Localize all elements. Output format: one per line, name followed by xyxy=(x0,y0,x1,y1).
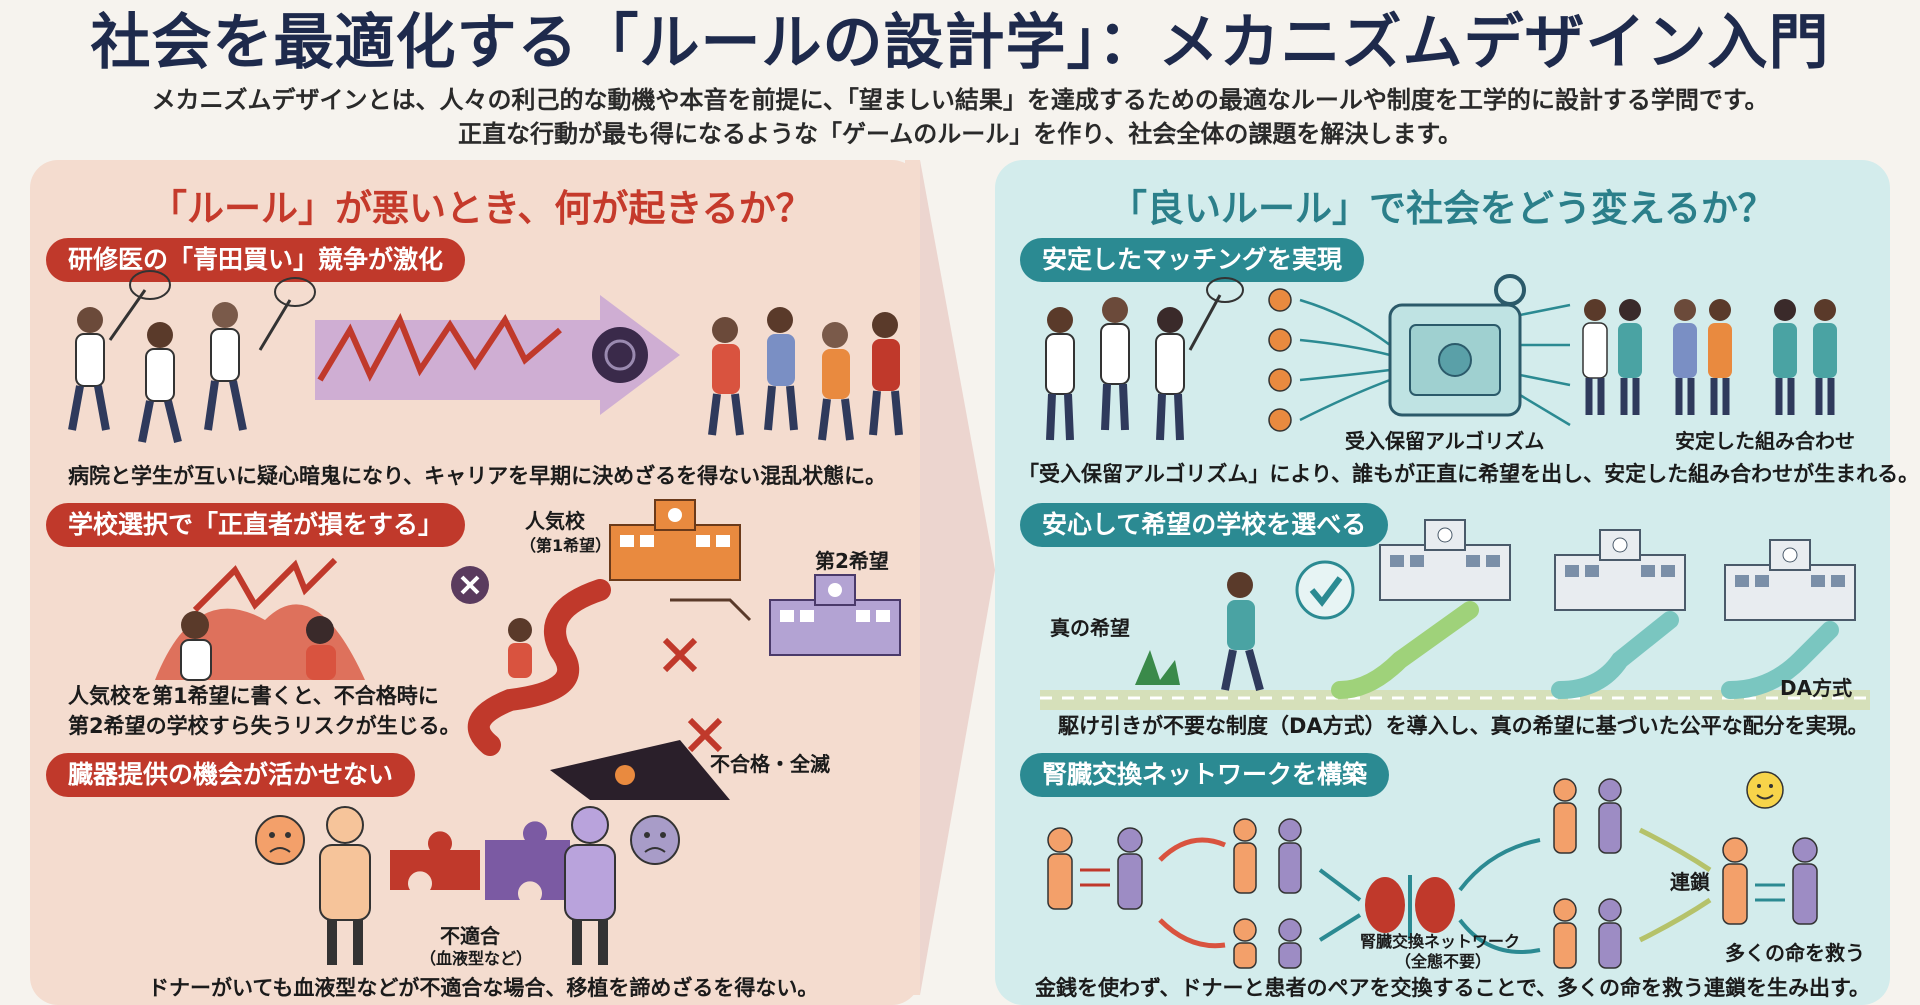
label-stable: 安定した組み合わせ xyxy=(1675,429,1855,453)
vortex-icon xyxy=(592,327,648,383)
label-network: 腎臓交換ネットワーク xyxy=(1360,932,1521,951)
donor-mismatch-illustration xyxy=(255,806,680,965)
chaos-arrow-illustration xyxy=(315,295,680,415)
doctor-icon xyxy=(138,322,182,443)
page-title: 社会を最適化する「ルールの設計学」：メカニズムデザイン入門 xyxy=(90,8,1830,78)
algorithm-illustration xyxy=(1268,274,1571,432)
caption-residency: 病院と学生が互いに疑心暗鬼になり、キャリアを早期に決めざるを得ない混乱状態に。 xyxy=(68,464,887,488)
label-second-choice: 第2希望 xyxy=(815,549,889,573)
sad-face-icon xyxy=(630,815,680,865)
x-mark-icon xyxy=(451,566,489,604)
puzzle-icon xyxy=(390,821,570,900)
pit-icon xyxy=(550,740,730,800)
kidney-network-illustration xyxy=(1047,771,1818,969)
doctor-icon xyxy=(1100,297,1130,431)
doctors-chasing-illustration xyxy=(68,270,316,443)
check-icon xyxy=(1295,560,1355,620)
doctor-icon xyxy=(1045,307,1075,441)
kidney-icon xyxy=(1365,875,1455,940)
path-to-pit-illustration xyxy=(467,579,752,800)
label-da: DA方式 xyxy=(1780,676,1853,700)
caption-organ: ドナーがいても血液型などが不適合な場合、移植を諦めざるを得ない。 xyxy=(148,976,819,1000)
gear-icon xyxy=(1494,274,1526,306)
sad-face-icon xyxy=(255,815,305,865)
label-network-sub: （全態不要） xyxy=(1395,952,1492,971)
stable-pairs-illustration xyxy=(1582,299,1837,415)
doctor-icon xyxy=(204,302,247,431)
worried-people-illustration xyxy=(155,557,365,681)
doctor-icon xyxy=(1155,307,1185,441)
school-icon xyxy=(1379,519,1511,601)
label-fail: 不合格・全滅 xyxy=(710,752,830,776)
school-icon xyxy=(769,574,901,656)
doctors-illustration xyxy=(1045,277,1244,441)
students-icon xyxy=(708,307,903,441)
right-heading: 「良いルール」で社会をどう変えるか？ xyxy=(1110,187,1775,230)
label-chain: 連鎖 xyxy=(1670,870,1710,894)
x-mark-icon xyxy=(687,717,723,753)
section-pill-residency: 研修医の「青田買い」競争が激化 xyxy=(46,238,466,282)
gear-icon xyxy=(1438,343,1472,377)
net-icon xyxy=(1188,277,1244,351)
label-true-wish: 真の希望 xyxy=(1050,616,1130,640)
caption-kidney: 金銭を使わず、ドナーと患者のペアを交換することで、多くの命を救う連鎖を生み出す。 xyxy=(1035,976,1870,1000)
intro-line-2: 正直な行動が最も得になるような「ゲームのルール」を作り、社会全体の課題を解決しま… xyxy=(458,120,1462,148)
section-pill-school: 学校選択で「正直者が損をする」 xyxy=(46,503,466,547)
smile-face-icon xyxy=(1746,771,1784,809)
label-mismatch-sub: （血液型など） xyxy=(420,949,533,968)
label-popular-school: 人気校 xyxy=(525,509,585,533)
da-path-illustration xyxy=(1040,560,1870,710)
zigzag-arrow-icon xyxy=(317,312,562,382)
section-pill-matching: 安定したマッチングを実現 xyxy=(1020,238,1365,282)
school-icon xyxy=(1724,539,1856,621)
zigzag-arrow-icon xyxy=(192,557,338,613)
caption-school-line1: 人気校を第1希望に書くと、不合格時に xyxy=(68,684,439,708)
net-icon xyxy=(108,270,316,351)
caption-school-choice: 駆け引きが不要な制度（DA方式）を導入し、真の希望に基づいた公平な配分を実現。 xyxy=(1058,714,1869,738)
section-pill-organ: 臓器提供の機会が活かせない xyxy=(46,753,416,797)
label-mismatch: 不適合 xyxy=(440,924,500,948)
doctor-icon xyxy=(68,307,110,431)
section-pill-school-choice: 安心して希望の学校を選べる xyxy=(1020,503,1389,547)
label-popular-school-sub: （第1希望） xyxy=(520,536,612,555)
caption-school-line2: 第2希望の学校すら失うリスクが生じる。 xyxy=(68,714,461,738)
school-icon xyxy=(1554,529,1686,611)
intro-line-1: メカニズムデザインとは、人々の利己的な動機や本音を前提に、「望ましい結果」を達成… xyxy=(151,86,1769,114)
caption-matching: 「受入保留アルゴリズム」により、誰もが正直に希望を出し、安定した組み合わせが生ま… xyxy=(1018,462,1920,486)
section-pill-kidney: 腎臓交換ネットワークを構築 xyxy=(1020,753,1390,797)
x-mark-icon xyxy=(662,637,698,673)
left-heading: 「ルール」が悪いとき、何が起きるか？ xyxy=(150,187,813,230)
label-algorithm: 受入保留アルゴリズム xyxy=(1345,429,1545,453)
school-icon xyxy=(609,499,741,581)
label-save-lives: 多くの命を救う xyxy=(1725,941,1865,965)
center-chevron-icon xyxy=(905,160,995,995)
